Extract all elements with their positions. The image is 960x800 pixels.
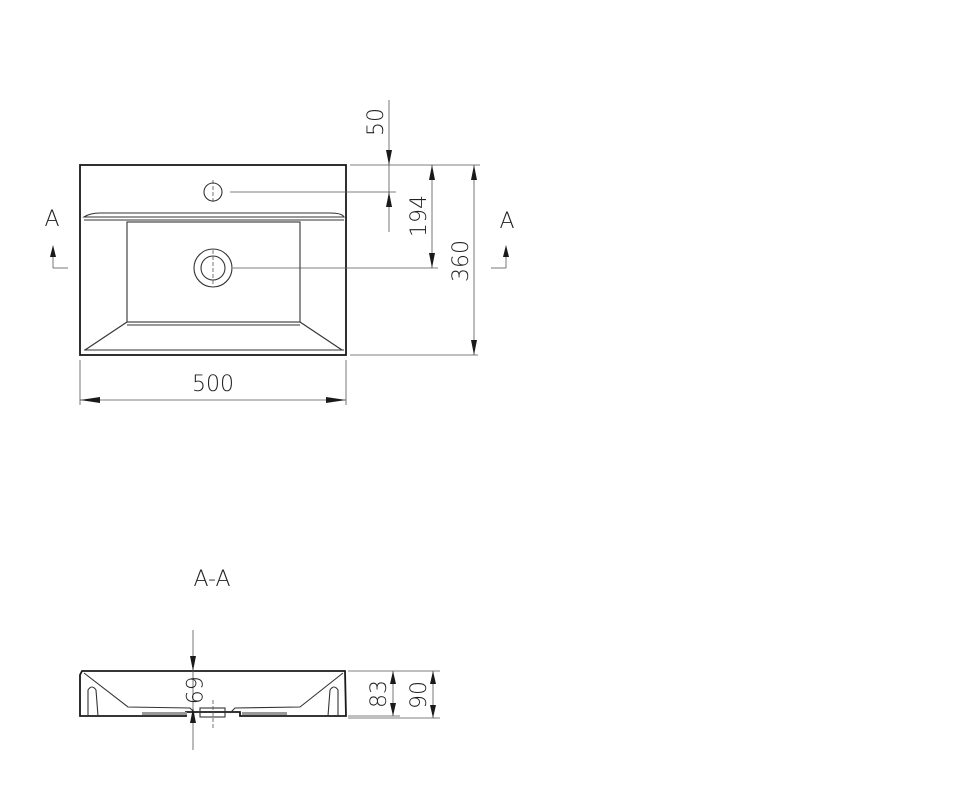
section-view: A-A 69 83 90: [79, 567, 440, 750]
hatch: [142, 712, 187, 715]
dimension-50: 50: [364, 100, 392, 232]
dimension-label: 90: [407, 681, 432, 709]
arrowhead: [386, 192, 392, 207]
arrow-up-icon: [50, 245, 56, 257]
bowl-edge: [299, 321, 343, 351]
section-mark-left: A: [44, 207, 68, 269]
bowl-edge: [84, 321, 128, 351]
basin-outline: [79, 164, 347, 356]
arrowhead: [471, 165, 477, 180]
rim-edge: [82, 212, 345, 218]
dimension-label: 83: [367, 680, 392, 708]
arrowhead: [471, 340, 477, 355]
arrowhead: [390, 703, 396, 716]
arrowhead: [326, 397, 346, 403]
section-mark-right: A: [491, 209, 515, 269]
dimension-label: 69: [180, 676, 205, 704]
dimension-90: 90: [407, 671, 436, 718]
dimension-label: 360: [449, 240, 474, 282]
section-label: A: [499, 209, 514, 234]
top-view: 50 194 360 500 A A: [44, 100, 515, 405]
basin-bowl: [126, 221, 301, 323]
arrowhead: [429, 165, 435, 180]
arrowhead: [390, 671, 396, 684]
section-title: A-A: [193, 567, 230, 592]
bowl-profile-right: [229, 672, 344, 714]
arrowhead: [386, 150, 392, 165]
arrowhead: [190, 708, 196, 723]
drain-section: [199, 707, 226, 718]
wall-right: [327, 686, 339, 717]
arrow-up-icon: [503, 245, 509, 257]
wall-left: [87, 686, 99, 717]
dimension-69: 69: [180, 630, 205, 750]
dimension-360: 360: [449, 165, 477, 355]
dimension-label: 194: [407, 195, 432, 237]
dimension-83: 83: [367, 671, 396, 716]
arrowhead: [430, 671, 436, 684]
dimension-194: 194: [407, 165, 435, 268]
arrowhead: [190, 656, 196, 671]
dimension-label: 50: [364, 108, 389, 136]
bowl-profile-left: [83, 672, 196, 714]
arrowhead: [80, 397, 100, 403]
drain-outer: [193, 248, 233, 288]
hatch: [242, 712, 287, 715]
arrowhead: [430, 705, 436, 718]
dimension-label: 500: [192, 372, 234, 397]
arrowhead: [429, 253, 435, 268]
dimension-500: 500: [80, 372, 346, 403]
section-label: A: [44, 207, 59, 232]
